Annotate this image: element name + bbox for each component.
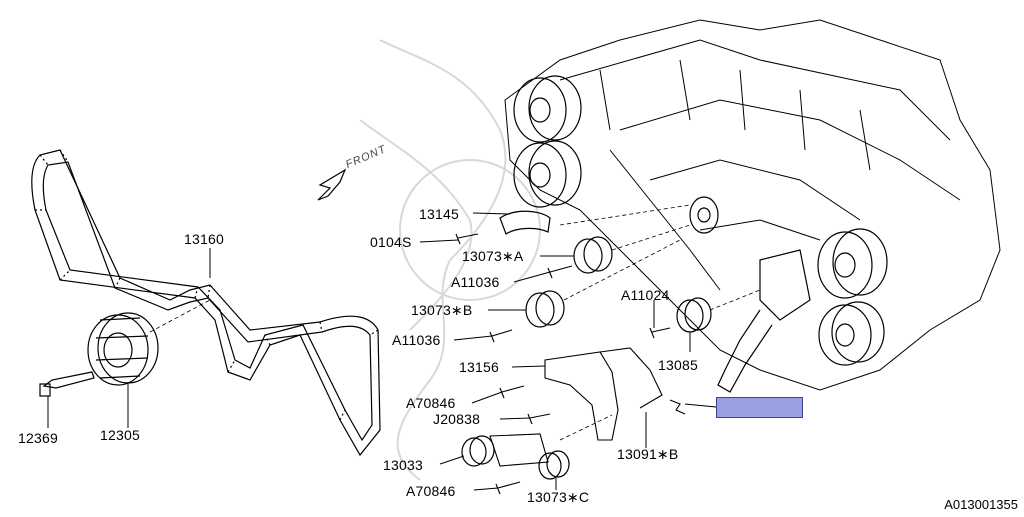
leader-lines: [47, 212, 717, 491]
part-label-a11024[interactable]: A11024: [621, 287, 670, 303]
dashed-guides: [149, 204, 761, 441]
engine-block: [504, 19, 1001, 391]
part-label-0104s[interactable]: 0104S: [370, 234, 412, 250]
crank-bolt: [39, 371, 95, 397]
belt-cover: [499, 210, 551, 235]
part-label-13073a[interactable]: 13073∗A: [462, 248, 524, 264]
part-label-13073b[interactable]: 13073∗B: [411, 302, 473, 318]
part-label-a70846-1[interactable]: A70846: [406, 395, 456, 411]
tensioner-bracket: [489, 347, 663, 467]
part-label-a70846-2[interactable]: A70846: [406, 483, 456, 499]
part-label-13033[interactable]: 13033: [383, 457, 423, 473]
part-label-a11036-2[interactable]: A11036: [392, 332, 441, 348]
part-label-j20838[interactable]: J20838: [433, 411, 481, 427]
part-label-13091b[interactable]: 13091∗B: [617, 446, 679, 462]
part-label-12305[interactable]: 12305: [100, 427, 140, 443]
part-label-12369[interactable]: 12369: [18, 430, 58, 446]
cam-sprockets: [513, 75, 888, 366]
water-pump: [689, 196, 811, 393]
part-label-13073c[interactable]: 13073∗C: [527, 489, 590, 505]
front-arrow-icon: [317, 168, 347, 201]
part-label-13156[interactable]: 13156: [459, 359, 499, 375]
figure-code: A013001355: [944, 497, 1018, 512]
part-label-a11036-1[interactable]: A11036: [451, 274, 500, 290]
hose: [669, 399, 686, 415]
part-label-13085[interactable]: 13085: [658, 357, 698, 373]
part-label-13160[interactable]: 13160: [184, 231, 224, 247]
watermark-logo: [359, 39, 541, 481]
timing-belt: [31, 149, 381, 457]
crank-pulley: [87, 312, 159, 386]
highlighted-part-box[interactable]: [716, 397, 803, 418]
bolts: [455, 233, 671, 495]
part-label-13145[interactable]: 13145: [419, 206, 459, 222]
